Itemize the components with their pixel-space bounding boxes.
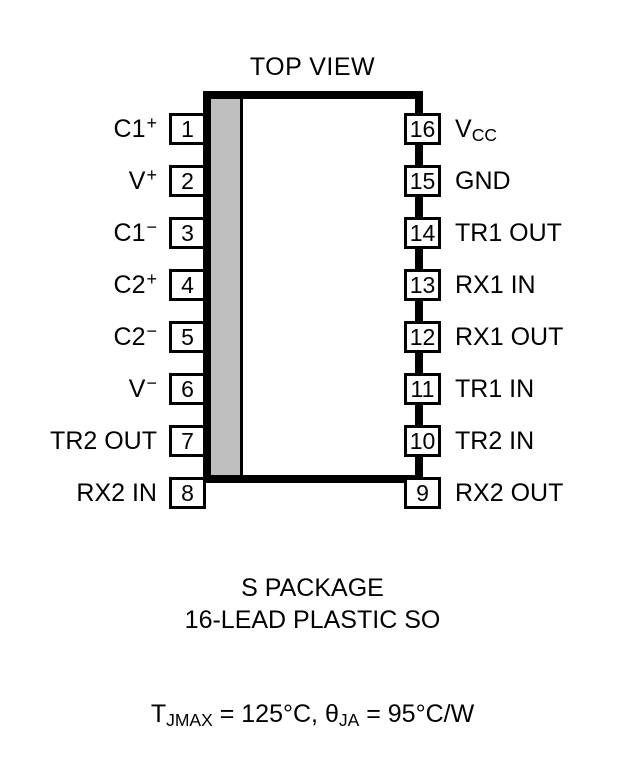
pin-number-box: 14: [404, 217, 441, 249]
pin-label-superscript: +: [146, 112, 157, 133]
pin-number-box: 13: [404, 269, 441, 301]
package-lead-line: 16-LEAD PLASTIC SO: [184, 606, 441, 634]
theta-value: = 95°C/W: [359, 700, 475, 728]
pin-row: C1− 3: [0, 216, 206, 249]
pin-label: VCC: [455, 115, 497, 145]
pin-label: GND: [455, 167, 511, 195]
pin-row: 16 VCC: [404, 113, 625, 145]
tjmax-subscript: JMAX: [166, 709, 213, 730]
pin-row: V+ 2: [0, 164, 206, 197]
pin-row: C2+ 4: [0, 268, 206, 301]
pin-number-box: 8: [169, 477, 206, 509]
pin-row: RX2 IN 8: [0, 477, 206, 509]
tjmax-symbol: T: [150, 700, 167, 728]
pin-number-box: 4: [169, 269, 206, 301]
thermal-spec-line: TJMAX = 125°C, θJA = 95°C/W: [0, 698, 625, 730]
pin1-notch-stripe: [211, 99, 243, 475]
pin-row: 13 RX1 IN: [404, 269, 625, 301]
tjmax-value: = 125°C,: [212, 700, 325, 728]
pin-number-box: 15: [404, 165, 441, 197]
pin-label-superscript: +: [146, 164, 157, 185]
pin-number-box: 7: [169, 425, 206, 457]
pin-row: C2− 5: [0, 320, 206, 353]
pin-label: C2−: [113, 320, 157, 351]
package-name-line: S PACKAGE: [241, 574, 384, 602]
pin-label: TR1 IN: [455, 375, 535, 403]
pin-label: TR2 IN: [455, 427, 535, 455]
pin-label: RX1 OUT: [455, 323, 564, 351]
pin-row: 15 GND: [404, 165, 625, 197]
pin-label-superscript: −: [146, 372, 157, 393]
pin-number-box: 5: [169, 321, 206, 353]
pin-row: 11 TR1 IN: [404, 373, 625, 405]
pin-number-box: 9: [404, 477, 441, 509]
pin-number-box: 10: [404, 425, 441, 457]
pin-number-box: 12: [404, 321, 441, 353]
pin-label: TR1 OUT: [455, 219, 562, 247]
pin-label: C1+: [113, 112, 157, 143]
pin-label: TR2 OUT: [50, 427, 157, 455]
pin-number-box: 11: [404, 373, 441, 405]
pin-number-box: 3: [169, 217, 206, 249]
pin-row: V− 6: [0, 372, 206, 405]
pin-row: 9 RX2 OUT: [404, 477, 625, 509]
pin-row: TR2 OUT 7: [0, 425, 206, 457]
pin-label: RX2 OUT: [455, 479, 564, 507]
package-caption: S PACKAGE 16-LEAD PLASTIC SO: [0, 572, 625, 636]
pin-number-box: 1: [169, 113, 206, 145]
pin-label: C1−: [113, 216, 157, 247]
pin-row: 14 TR1 OUT: [404, 217, 625, 249]
pin-label: RX1 IN: [455, 271, 536, 299]
pin-row: C1+ 1: [0, 112, 206, 145]
pin-row: 10 TR2 IN: [404, 425, 625, 457]
pin-number-box: 2: [169, 165, 206, 197]
pin-number-box: 6: [169, 373, 206, 405]
pin-label-superscript: −: [146, 320, 157, 341]
pin-number-box: 16: [404, 113, 441, 145]
pin-label-superscript: +: [146, 268, 157, 289]
theta-symbol: θ: [324, 700, 339, 728]
pin-label: C2+: [113, 268, 157, 299]
theta-subscript: JA: [338, 709, 360, 730]
pin-row: 12 RX1 OUT: [404, 321, 625, 353]
pin-label: V−: [128, 372, 157, 403]
pin-label: RX2 IN: [76, 479, 157, 507]
pin-label-subscript: CC: [471, 124, 497, 145]
pin-label-superscript: −: [146, 216, 157, 237]
pin-label: V+: [128, 164, 157, 195]
package-body-outline: [203, 91, 423, 483]
top-view-title: TOP VIEW: [249, 53, 376, 81]
